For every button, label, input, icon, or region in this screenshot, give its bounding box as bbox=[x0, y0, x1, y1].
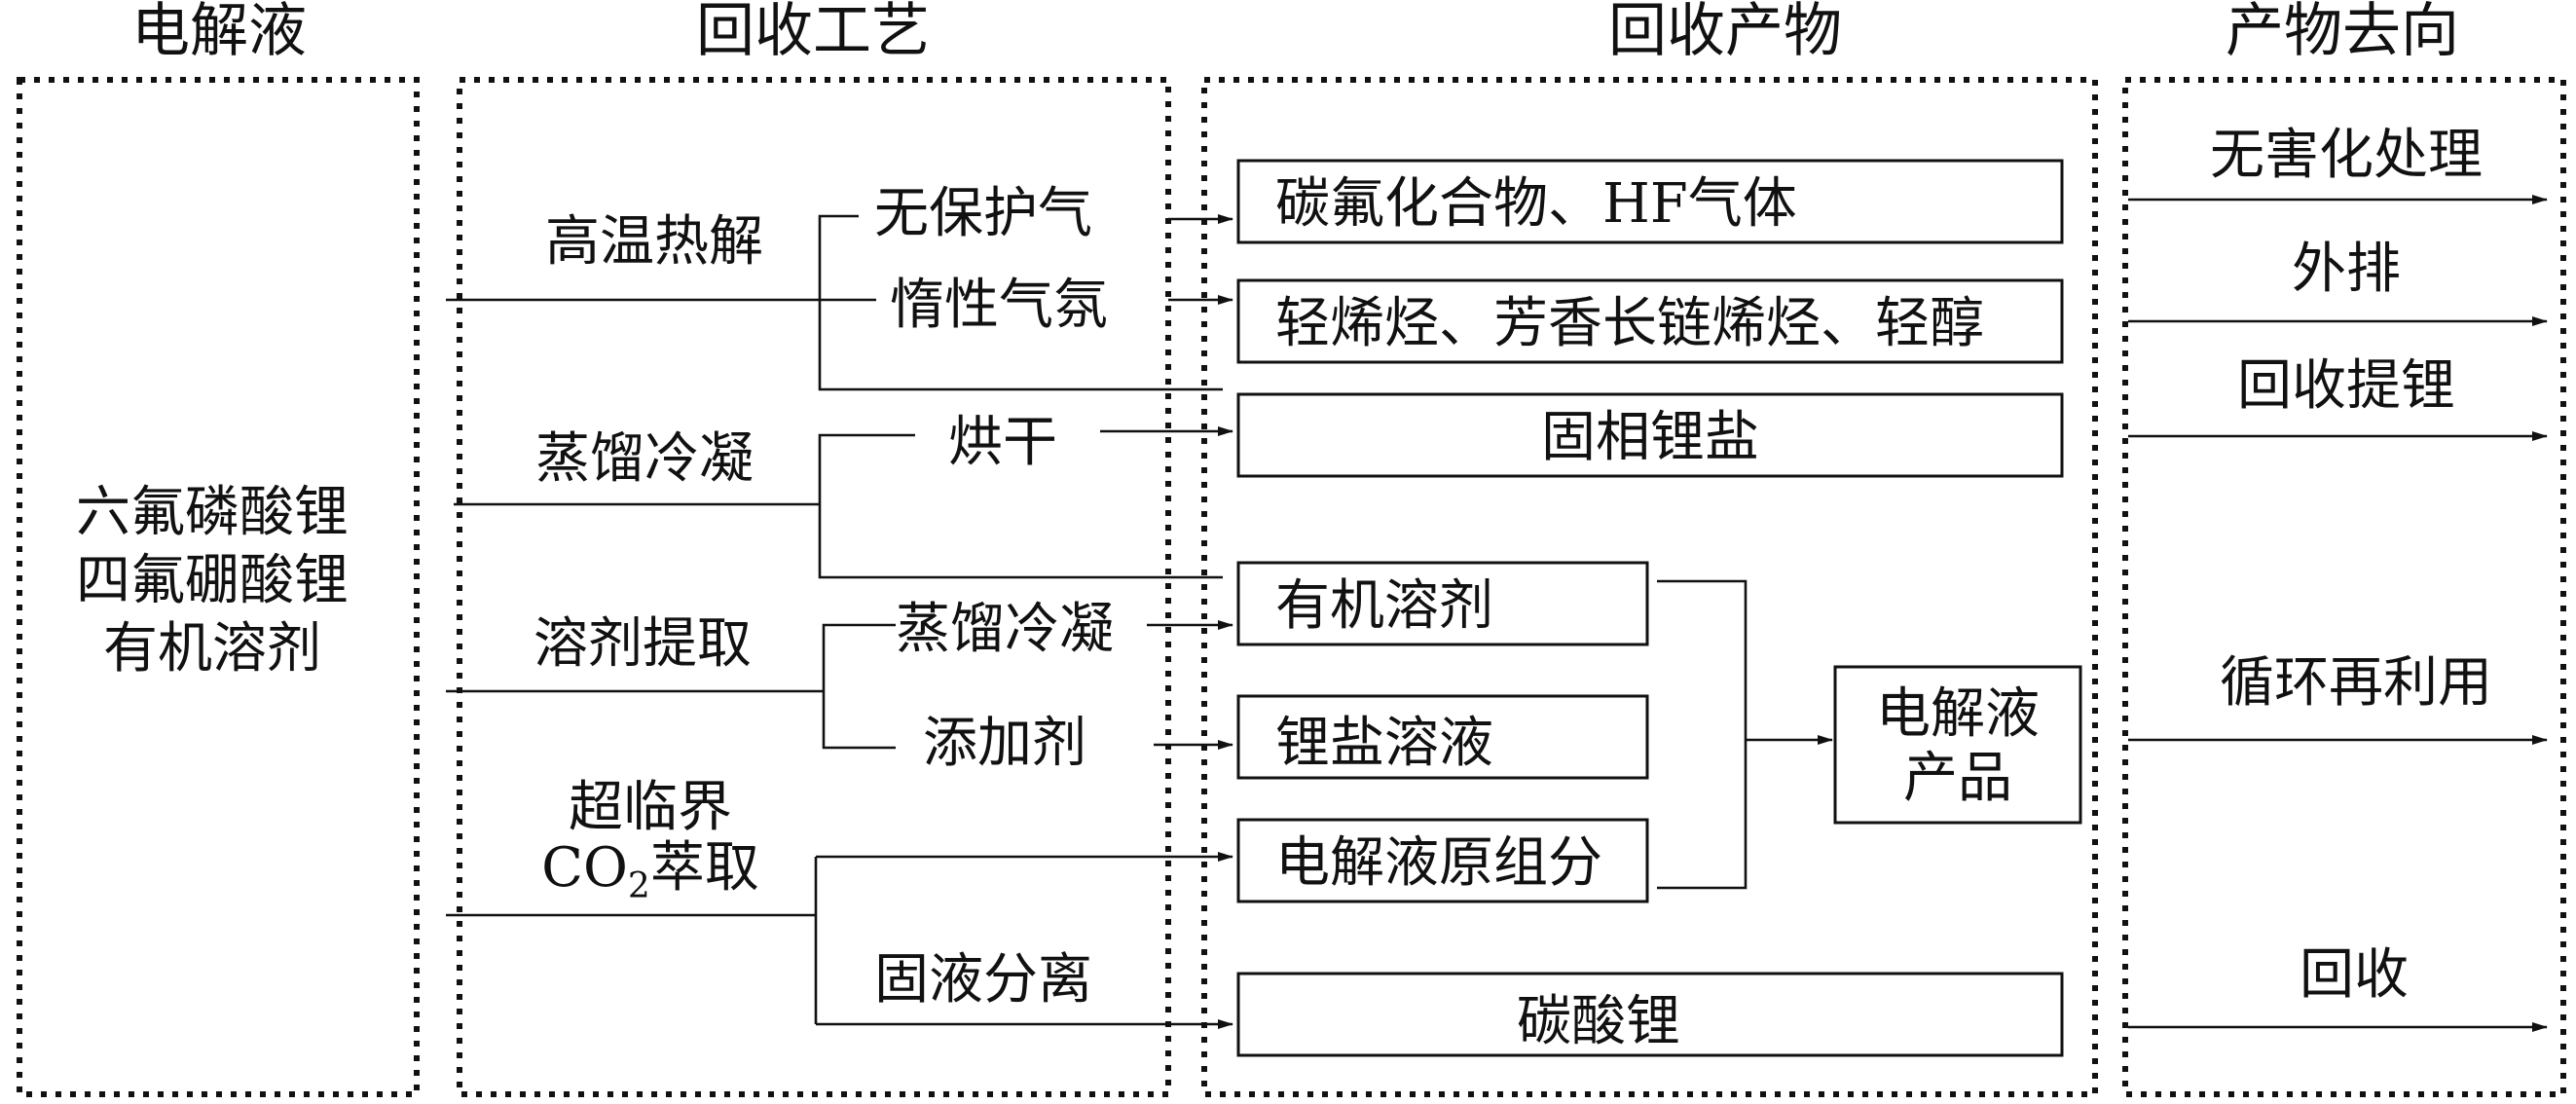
process-inert-atmosphere: 惰性气氛 bbox=[890, 274, 1108, 337]
process-distill-condense-2: 蒸馏冷凝 bbox=[896, 598, 1114, 661]
product-fluorocarbon-hf: 碳氟化合物、HF气体 bbox=[1275, 172, 1797, 236]
pyrolysis-branch-bracket bbox=[818, 214, 1223, 391]
product-organic-solvent: 有机溶剂 bbox=[1275, 574, 1493, 638]
process-solvent-extraction: 溶剂提取 bbox=[534, 612, 752, 676]
co2-co-text: CO bbox=[541, 836, 628, 900]
header-products: 回收产物 bbox=[1608, 0, 1842, 65]
electrolyte-column-frame bbox=[17, 77, 420, 1097]
header-destination: 产物去向 bbox=[2226, 0, 2459, 65]
product-electrolyte-product-line2: 产品 bbox=[1903, 747, 2012, 810]
product-box-solid-lithium-salt bbox=[1236, 392, 2064, 478]
electrolyte-lipf6: 六氟磷酸锂 bbox=[76, 481, 349, 544]
header-process: 回收工艺 bbox=[696, 0, 930, 65]
destination-lithium-recovery: 回收提锂 bbox=[2237, 354, 2455, 418]
destination-harmless-treatment: 无害化处理 bbox=[2210, 124, 2483, 187]
products-column-frame bbox=[1201, 77, 2098, 1097]
product-original-components: 电解液原组分 bbox=[1275, 831, 1602, 895]
process-distill-condense: 蒸馏冷凝 bbox=[535, 427, 754, 491]
product-electrolyte-product-line1: 电解液 bbox=[1876, 682, 2040, 746]
process-solid-liquid-separation: 固液分离 bbox=[874, 948, 1092, 1012]
electrolyte-organic-solvent: 有机溶剂 bbox=[103, 617, 321, 681]
destination-discharge: 外排 bbox=[2292, 238, 2401, 301]
process-additive: 添加剂 bbox=[923, 712, 1086, 775]
header-electrolyte: 电解液 bbox=[131, 0, 307, 65]
product-box-lithium-salt-solution bbox=[1236, 694, 1649, 780]
product-box-light-olefins bbox=[1236, 278, 2064, 364]
solvent-extraction-bracket bbox=[822, 623, 896, 750]
distill-branch-bracket bbox=[818, 433, 1223, 579]
process-co2-extraction: CO2萃取 bbox=[541, 836, 759, 906]
electrolyte-libf4: 四氟硼酸锂 bbox=[76, 549, 349, 612]
co2-extract-text: 萃取 bbox=[650, 836, 759, 900]
product-lithium-carbonate: 碳酸锂 bbox=[1517, 990, 1680, 1053]
destination-column-frame bbox=[2122, 77, 2566, 1097]
destination-recycle-reuse: 循环再利用 bbox=[2220, 651, 2492, 715]
product-box-electrolyte-product bbox=[1833, 665, 2082, 825]
product-lithium-salt-solution: 锂盐溶液 bbox=[1275, 712, 1493, 775]
process-drying: 烘干 bbox=[948, 411, 1057, 474]
product-box-original-components bbox=[1236, 818, 1649, 903]
process-pyrolysis: 高温热解 bbox=[545, 210, 763, 274]
product-box-fluorocarbon-hf bbox=[1236, 159, 2064, 244]
product-light-olefins: 轻烯烃、芳香长链烯烃、轻醇 bbox=[1275, 292, 1984, 355]
product-solid-lithium-salt: 固相锂盐 bbox=[1541, 406, 1759, 469]
process-no-protective-gas: 无保护气 bbox=[874, 182, 1092, 245]
product-box-organic-solvent bbox=[1236, 561, 1649, 646]
destination-recovery: 回收 bbox=[2300, 943, 2409, 1007]
process-column-frame bbox=[457, 77, 1171, 1097]
product-box-lithium-carbonate bbox=[1236, 972, 2064, 1057]
process-supercritical: 超临界 bbox=[569, 776, 732, 839]
merge-bracket-electrolyte-product bbox=[1657, 579, 1748, 890]
co2-subscript: 2 bbox=[628, 866, 650, 906]
